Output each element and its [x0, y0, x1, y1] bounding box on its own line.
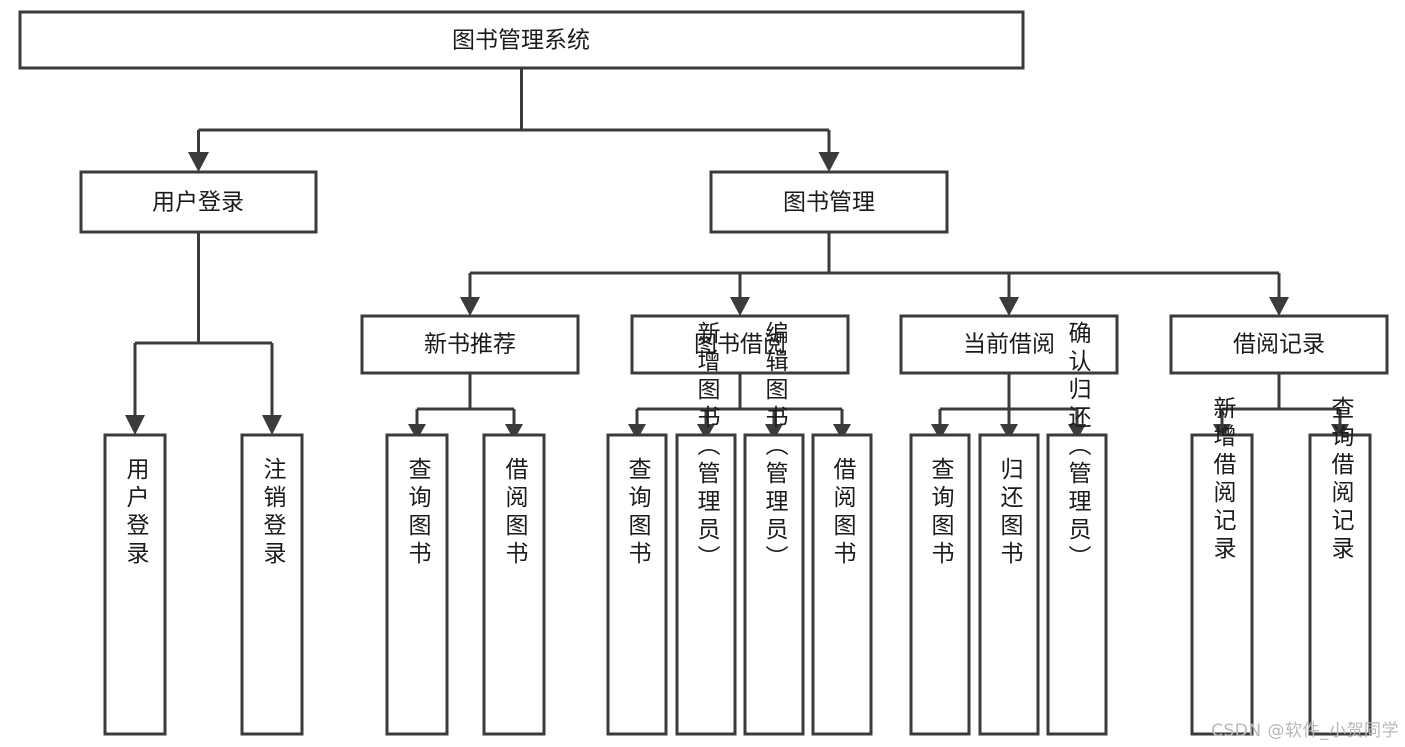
leaf-edit-book[interactable]: 编辑图书（管理员）: [743, 321, 805, 736]
node-user-login-box[interactable]: [79, 170, 318, 234]
leaf-edit-book-box[interactable]: [743, 433, 805, 736]
leaf-query-record-box[interactable]: [1308, 433, 1372, 736]
node-user-login[interactable]: 用户登录: [79, 170, 318, 234]
node-current-borrow[interactable]: 当前借阅: [899, 314, 1119, 375]
arrowhead-leaf-user-login: [125, 415, 145, 435]
leaf-confirm-return[interactable]: 确认归还（管理员）: [1046, 321, 1108, 736]
node-book-manage-box[interactable]: [709, 170, 949, 234]
arrowhead-leaf-query-book-2: [628, 424, 646, 440]
arrowhead-current-borrow: [999, 297, 1019, 316]
leaf-query-book-2-label: 查询图书: [624, 457, 652, 569]
connector-links: [133, 68, 1342, 424]
leaf-add-book[interactable]: 新增图书（管理员）: [675, 321, 737, 736]
arrowhead-book-borrow: [730, 297, 750, 316]
leaf-user-login-box[interactable]: [103, 433, 167, 736]
node-borrow-record-box[interactable]: [1169, 314, 1389, 375]
node-book-borrow-box[interactable]: [630, 314, 850, 375]
leaf-return-book-box[interactable]: [978, 433, 1040, 736]
leaf-user-login[interactable]: 用户登录: [103, 433, 167, 736]
leaf-add-record-box[interactable]: [1190, 433, 1254, 736]
leaf-user-login-label: 用户登录: [122, 457, 150, 569]
leaf-borrow-book-2-box[interactable]: [811, 433, 873, 736]
leaf-borrow-book-1-box[interactable]: [482, 433, 546, 736]
arrowhead-leaf-edit-book: [765, 424, 783, 440]
leaf-user-logout-box[interactable]: [240, 433, 304, 736]
leaf-query-book-2[interactable]: 查询图书: [606, 433, 668, 736]
node-user-login-label: 用户登录: [152, 190, 244, 216]
arrowhead-leaf-query-record: [1331, 424, 1349, 440]
arrowhead-leaf-add-record: [1213, 424, 1231, 440]
leaf-return-book[interactable]: 归还图书: [978, 433, 1040, 736]
leaf-query-book-1-box[interactable]: [385, 433, 449, 736]
arrowhead-leaf-borrow-book-2: [833, 424, 851, 440]
arrowhead-borrow-record: [1269, 297, 1289, 316]
leaf-query-record[interactable]: 查询借阅记录: [1308, 396, 1372, 736]
leaf-query-record-label: 查询借阅记录: [1327, 396, 1355, 564]
node-borrow-record[interactable]: 借阅记录: [1169, 314, 1389, 375]
node-current-borrow-label: 当前借阅: [963, 332, 1055, 358]
node-book-borrow-label: 图书借阅: [694, 332, 786, 358]
node-root-box[interactable]: [18, 10, 1025, 70]
leaf-query-book-3-box[interactable]: [909, 433, 971, 736]
arrowhead-leaf-query-book-3: [931, 424, 949, 440]
arrowhead-leaf-borrow-book-1: [505, 424, 523, 440]
arrowhead-leaf-confirm-return: [1068, 424, 1086, 440]
arrowhead-new-book-rec: [460, 297, 480, 316]
leaf-confirm-return-box[interactable]: [1046, 433, 1108, 736]
node-root-label: 图书管理系统: [452, 28, 590, 54]
node-new-book-rec[interactable]: 新书推荐: [360, 314, 580, 375]
arrowhead-leaf-return-book: [1000, 424, 1018, 440]
leaf-borrow-book-1[interactable]: 借阅图书: [482, 433, 546, 736]
leaf-user-logout-label: 注销登录: [259, 457, 287, 569]
node-new-book-rec-box[interactable]: [360, 314, 580, 375]
leaf-query-book-1[interactable]: 查询图书: [385, 433, 449, 736]
leaf-add-record-label: 新增借阅记录: [1209, 396, 1237, 564]
node-book-borrow[interactable]: 图书借阅: [630, 314, 850, 375]
leaf-user-logout[interactable]: 注销登录: [240, 433, 304, 736]
leaf-borrow-book-2-label: 借阅图书: [829, 457, 857, 569]
arrowhead-user-login: [188, 152, 209, 172]
leaf-add-book-label: 新增图书（管理员）: [693, 321, 721, 573]
connector-arrowheads: [125, 152, 1349, 440]
arrowhead-leaf-query-book-1: [408, 424, 426, 440]
leaf-add-book-box[interactable]: [675, 433, 737, 736]
node-book-manage[interactable]: 图书管理: [709, 170, 949, 234]
leaf-borrow-book-1-label: 借阅图书: [501, 457, 529, 569]
leaf-query-book-3-label: 查询图书: [927, 457, 955, 569]
arrowhead-book-manage: [818, 152, 840, 172]
leaf-return-book-label: 归还图书: [996, 457, 1024, 569]
node-borrow-record-label: 借阅记录: [1233, 332, 1325, 358]
node-new-book-rec-label: 新书推荐: [424, 332, 516, 358]
node-book-manage-label: 图书管理: [783, 190, 875, 216]
leaf-query-book-2-box[interactable]: [606, 433, 668, 736]
arrowhead-leaf-add-book: [697, 424, 715, 440]
leaf-add-record[interactable]: 新增借阅记录: [1190, 396, 1254, 736]
arrowhead-leaf-user-logout: [262, 415, 282, 435]
leaf-query-book-1-label: 查询图书: [404, 457, 432, 569]
leaf-edit-book-label: 编辑图书（管理员）: [761, 321, 789, 573]
leaf-borrow-book-2[interactable]: 借阅图书: [811, 433, 873, 736]
node-current-borrow-box[interactable]: [899, 314, 1119, 375]
leaf-confirm-return-label: 确认归还（管理员）: [1064, 321, 1092, 573]
leaf-query-book-3[interactable]: 查询图书: [909, 433, 971, 736]
node-root[interactable]: 图书管理系统: [18, 10, 1025, 70]
